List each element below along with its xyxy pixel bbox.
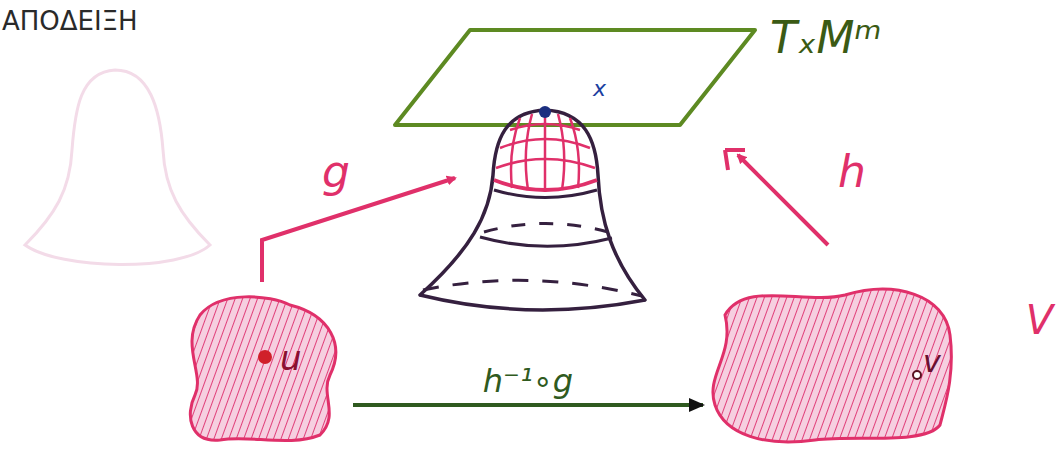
map-label: h <box>838 150 866 194</box>
map-label: g <box>322 150 350 194</box>
region-outline <box>180 285 345 445</box>
point-label: x <box>593 78 606 100</box>
set-label: V <box>1026 300 1053 340</box>
region-outline <box>705 275 960 450</box>
point-label: u <box>280 341 302 375</box>
tangent-space-label: TₓMᵐ <box>770 16 882 60</box>
point-label: v <box>923 347 941 377</box>
tangent-plane: TₓMᵐx <box>395 28 757 128</box>
open-set-region: v <box>705 275 960 450</box>
open-set-region: u <box>180 285 345 445</box>
map-label: h⁻¹∘g <box>483 365 573 397</box>
map-arrow <box>353 403 703 407</box>
proof-heading: ΑΠΟΔΕΙΞΗ <box>2 8 138 34</box>
